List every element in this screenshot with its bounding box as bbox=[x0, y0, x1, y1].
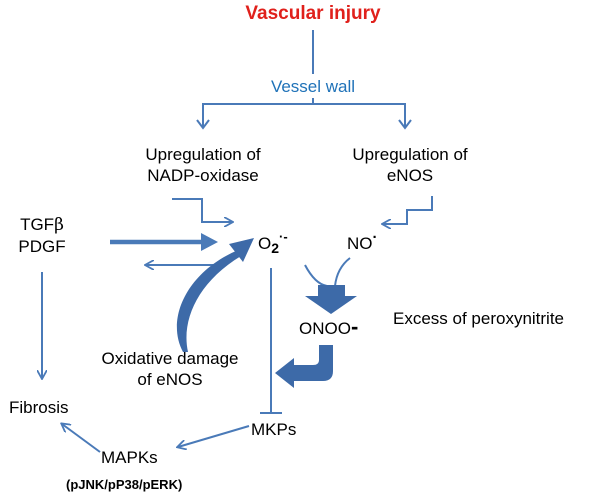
fibrosis-label: Fibrosis bbox=[9, 398, 69, 417]
tgf-to-o2-thick-head bbox=[201, 233, 218, 251]
oxidative-feedback-arrow bbox=[176, 251, 241, 352]
enos-upregulation-label: Upregulation of eNOS bbox=[320, 144, 500, 186]
nadph-oxidase-label: Upregulation of NADP-oxidase bbox=[103, 144, 303, 186]
branch-arrowhead-left bbox=[196, 119, 210, 130]
nadph-line-1: Upregulation of bbox=[145, 145, 261, 164]
growth-factors-label: TGFβ PDGF bbox=[2, 214, 82, 258]
o2-arc bbox=[304, 264, 328, 287]
vascular-injury-text: Vascular injury bbox=[245, 3, 381, 24]
no-symbol: NO bbox=[347, 234, 373, 253]
excess-peroxynitrite-label: Excess of peroxynitrite bbox=[393, 309, 565, 328]
superoxide-superscript: ·- bbox=[279, 229, 288, 244]
vascular-injury-title: Vascular injury bbox=[193, 3, 433, 25]
superoxide-subscript: 2 bbox=[271, 240, 280, 256]
mapks-to-fibrosis-arrow bbox=[62, 424, 101, 453]
enos-to-no-arrow bbox=[383, 196, 433, 224]
nadph-to-o2-arrow bbox=[172, 198, 232, 222]
oxidative-line-1: Oxidative damage bbox=[101, 349, 239, 368]
vessel-wall-branch bbox=[202, 98, 406, 128]
no-radical-dot: · bbox=[372, 229, 378, 246]
tgf-prefix: TGF bbox=[20, 215, 55, 234]
mapks-detail-label: (pJNK/pP38/pERK) bbox=[66, 477, 183, 492]
branch-arrowhead-right bbox=[398, 119, 412, 130]
tgf-beta-symbol: β bbox=[54, 215, 64, 235]
combine-to-onoo-block-arrow bbox=[305, 285, 357, 314]
mkps-to-mapks-arrow bbox=[178, 425, 250, 447]
superoxide-label: O2·- bbox=[258, 229, 288, 256]
pdgf-label: PDGF bbox=[18, 237, 66, 256]
vessel-wall-label: Vessel wall bbox=[270, 77, 356, 96]
no-arc bbox=[334, 257, 351, 287]
oxidative-feedback-head bbox=[229, 238, 254, 262]
enos-line-2: eNOS bbox=[386, 166, 434, 185]
mkps-label: MKPs bbox=[251, 420, 297, 439]
oxidative-line-2: of eNOS bbox=[137, 370, 203, 389]
enos-line-1: Upregulation of bbox=[352, 145, 468, 164]
oxidative-damage-label: Oxidative damage of eNOS bbox=[80, 348, 260, 390]
onoo-to-oxidative-bent-arrow bbox=[275, 345, 333, 388]
onoo-symbol: ONOO bbox=[299, 319, 351, 338]
onoo-charge: - bbox=[350, 314, 359, 339]
mapks-label: MAPKs bbox=[101, 448, 158, 467]
peroxynitrite-label: ONOO- bbox=[299, 314, 358, 340]
nadph-line-2: NADP-oxidase bbox=[147, 166, 259, 185]
tgf-beta-label: TGFβ bbox=[2, 214, 82, 236]
nitric-oxide-label: NO· bbox=[347, 229, 378, 254]
superoxide-symbol: O bbox=[258, 234, 272, 253]
